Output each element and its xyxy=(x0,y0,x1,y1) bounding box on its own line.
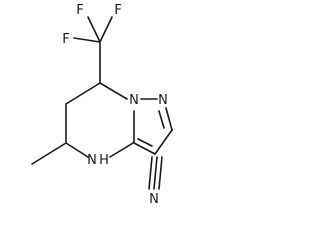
atom-f-top-left: F xyxy=(76,3,83,18)
molecule-drawing: F F F N N N H N xyxy=(31,3,173,207)
bond-n-amine-c3a xyxy=(109,142,134,158)
atom-f-top-right: F xyxy=(114,3,121,18)
atom-n-nitrile: N xyxy=(149,192,159,207)
bond-c3-c3a-double xyxy=(137,138,153,147)
atom-n-top: N xyxy=(158,93,168,108)
bond-n-top-c2-double xyxy=(158,110,165,129)
bond-cf3-f-top-left xyxy=(87,16,101,43)
bond-c7-n-bridge xyxy=(99,82,128,100)
bond-c3-c3a xyxy=(133,142,156,155)
bond-cf3-f-left xyxy=(73,37,101,43)
atom-n-bridge: N xyxy=(129,93,139,108)
atom-h-amine: H xyxy=(99,153,109,168)
bond-c5-n-amine xyxy=(65,142,89,158)
bond-c7-c6 xyxy=(65,82,101,105)
bond-nitrile-a xyxy=(148,156,153,190)
bond-cf3-f-top-right xyxy=(99,16,113,43)
bond-nitrile-b xyxy=(153,156,158,190)
bond-nitrile-c xyxy=(158,156,163,190)
bond-c2-c3 xyxy=(154,129,173,155)
atom-f-left: F xyxy=(62,32,69,47)
bond-c5-methyl xyxy=(31,142,67,165)
structure-diagram: F F F N N N H N xyxy=(31,3,173,207)
atom-n-amine: N xyxy=(87,153,97,168)
bond-n-top-c2 xyxy=(165,107,173,131)
